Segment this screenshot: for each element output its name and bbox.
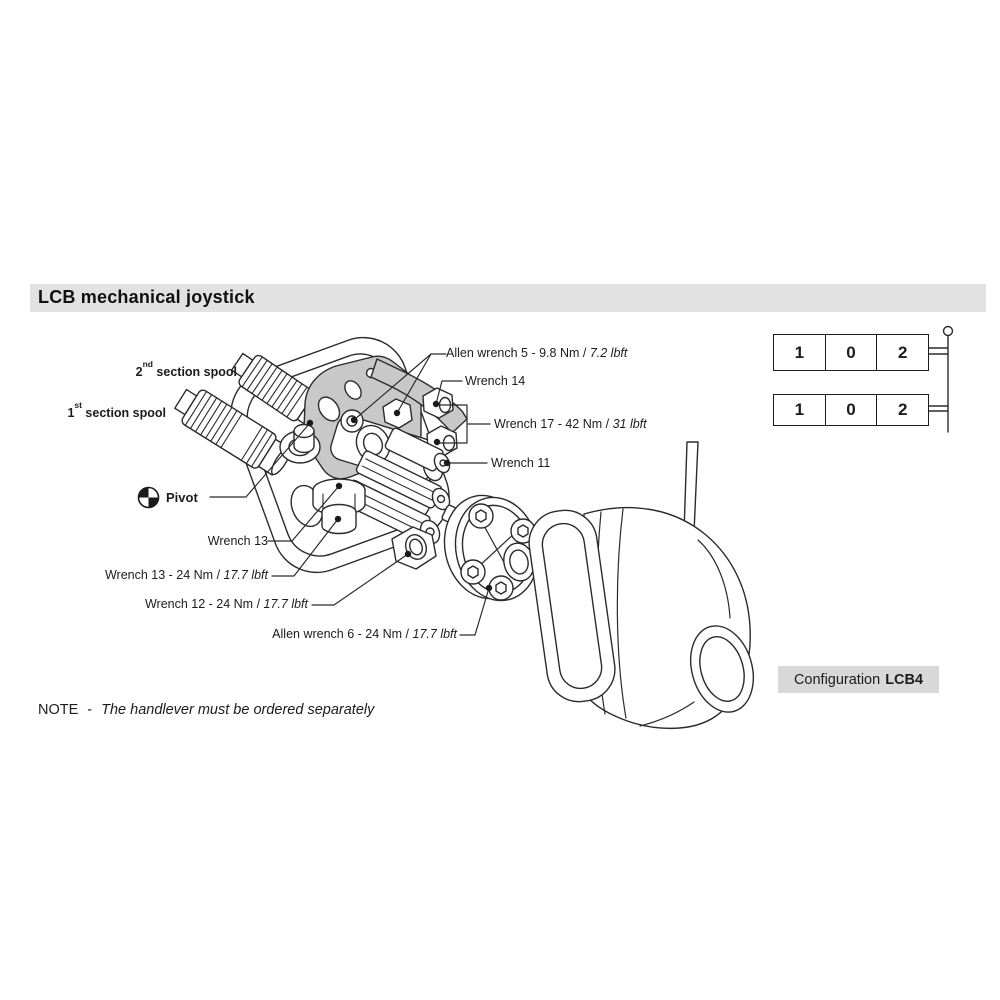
leader-dot [306, 419, 314, 427]
section-header-bar: LCB mechanical joystick [30, 284, 986, 312]
universal-joint [441, 494, 540, 602]
position-cell: 1 [794, 342, 805, 362]
note-label: NOTE [38, 702, 79, 718]
leader-lines [209, 353, 491, 636]
page-title: LCB mechanical joystick [38, 287, 255, 307]
position-cell: 0 [824, 335, 877, 370]
leader-dots [306, 400, 493, 592]
position-cell: 1 [794, 400, 805, 419]
leader-dot [334, 515, 342, 523]
callout-allen-wrench-5: Allen wrench 5 - 9.8 Nm / 7.2 lbft [446, 346, 628, 360]
callout-2nd-section-spool: 2nd section spool [135, 359, 237, 380]
leader-dot [443, 459, 451, 467]
position-table-row1: 1 0 2 [773, 334, 929, 371]
position-table-row2: 1 0 2 [773, 394, 929, 426]
boot-assembly [528, 441, 754, 730]
leader-dot [433, 438, 441, 446]
lever-rod [683, 441, 699, 534]
callout-wrench-13-torque: Wrench 13 - 24 Nm / 17.7 lbft [104, 568, 268, 582]
callout-wrench-12-torque: Wrench 12 - 24 Nm / 17.7 lbft [144, 597, 308, 611]
leader-dot [350, 416, 358, 424]
leader-dot [393, 409, 401, 417]
callout-wrench-13: Wrench 13 [207, 534, 268, 548]
leader-dot [485, 584, 493, 592]
note-line: NOTE-The handlever must be ordered separ… [38, 702, 374, 718]
position-cell: 2 [876, 395, 928, 425]
note-text: The handlever must be ordered separately [101, 702, 375, 718]
position-cell: 2 [876, 335, 928, 370]
configuration-badge: Configuration LCB4 [778, 666, 939, 693]
callout-allen-wrench-6-torque: Allen wrench 6 - 24 Nm / 17.7 lbft [272, 627, 457, 641]
callout-pivot: Pivot [166, 490, 198, 505]
callout-wrench-17: Wrench 17 - 42 Nm / 31 lbft [494, 417, 647, 431]
callout-wrench-11: Wrench 11 [491, 456, 551, 470]
callout-wrench-14: Wrench 14 [465, 374, 526, 388]
callout-1st-section-spool: 1st section spool [67, 400, 166, 421]
lever-position-schematic [927, 325, 954, 433]
position-cell: 0 [824, 395, 877, 425]
leader-dot [335, 482, 343, 490]
leader-dot [432, 400, 440, 408]
pivot-icon [137, 486, 160, 509]
note-dash: - [87, 702, 93, 718]
leader-dot [404, 550, 412, 558]
